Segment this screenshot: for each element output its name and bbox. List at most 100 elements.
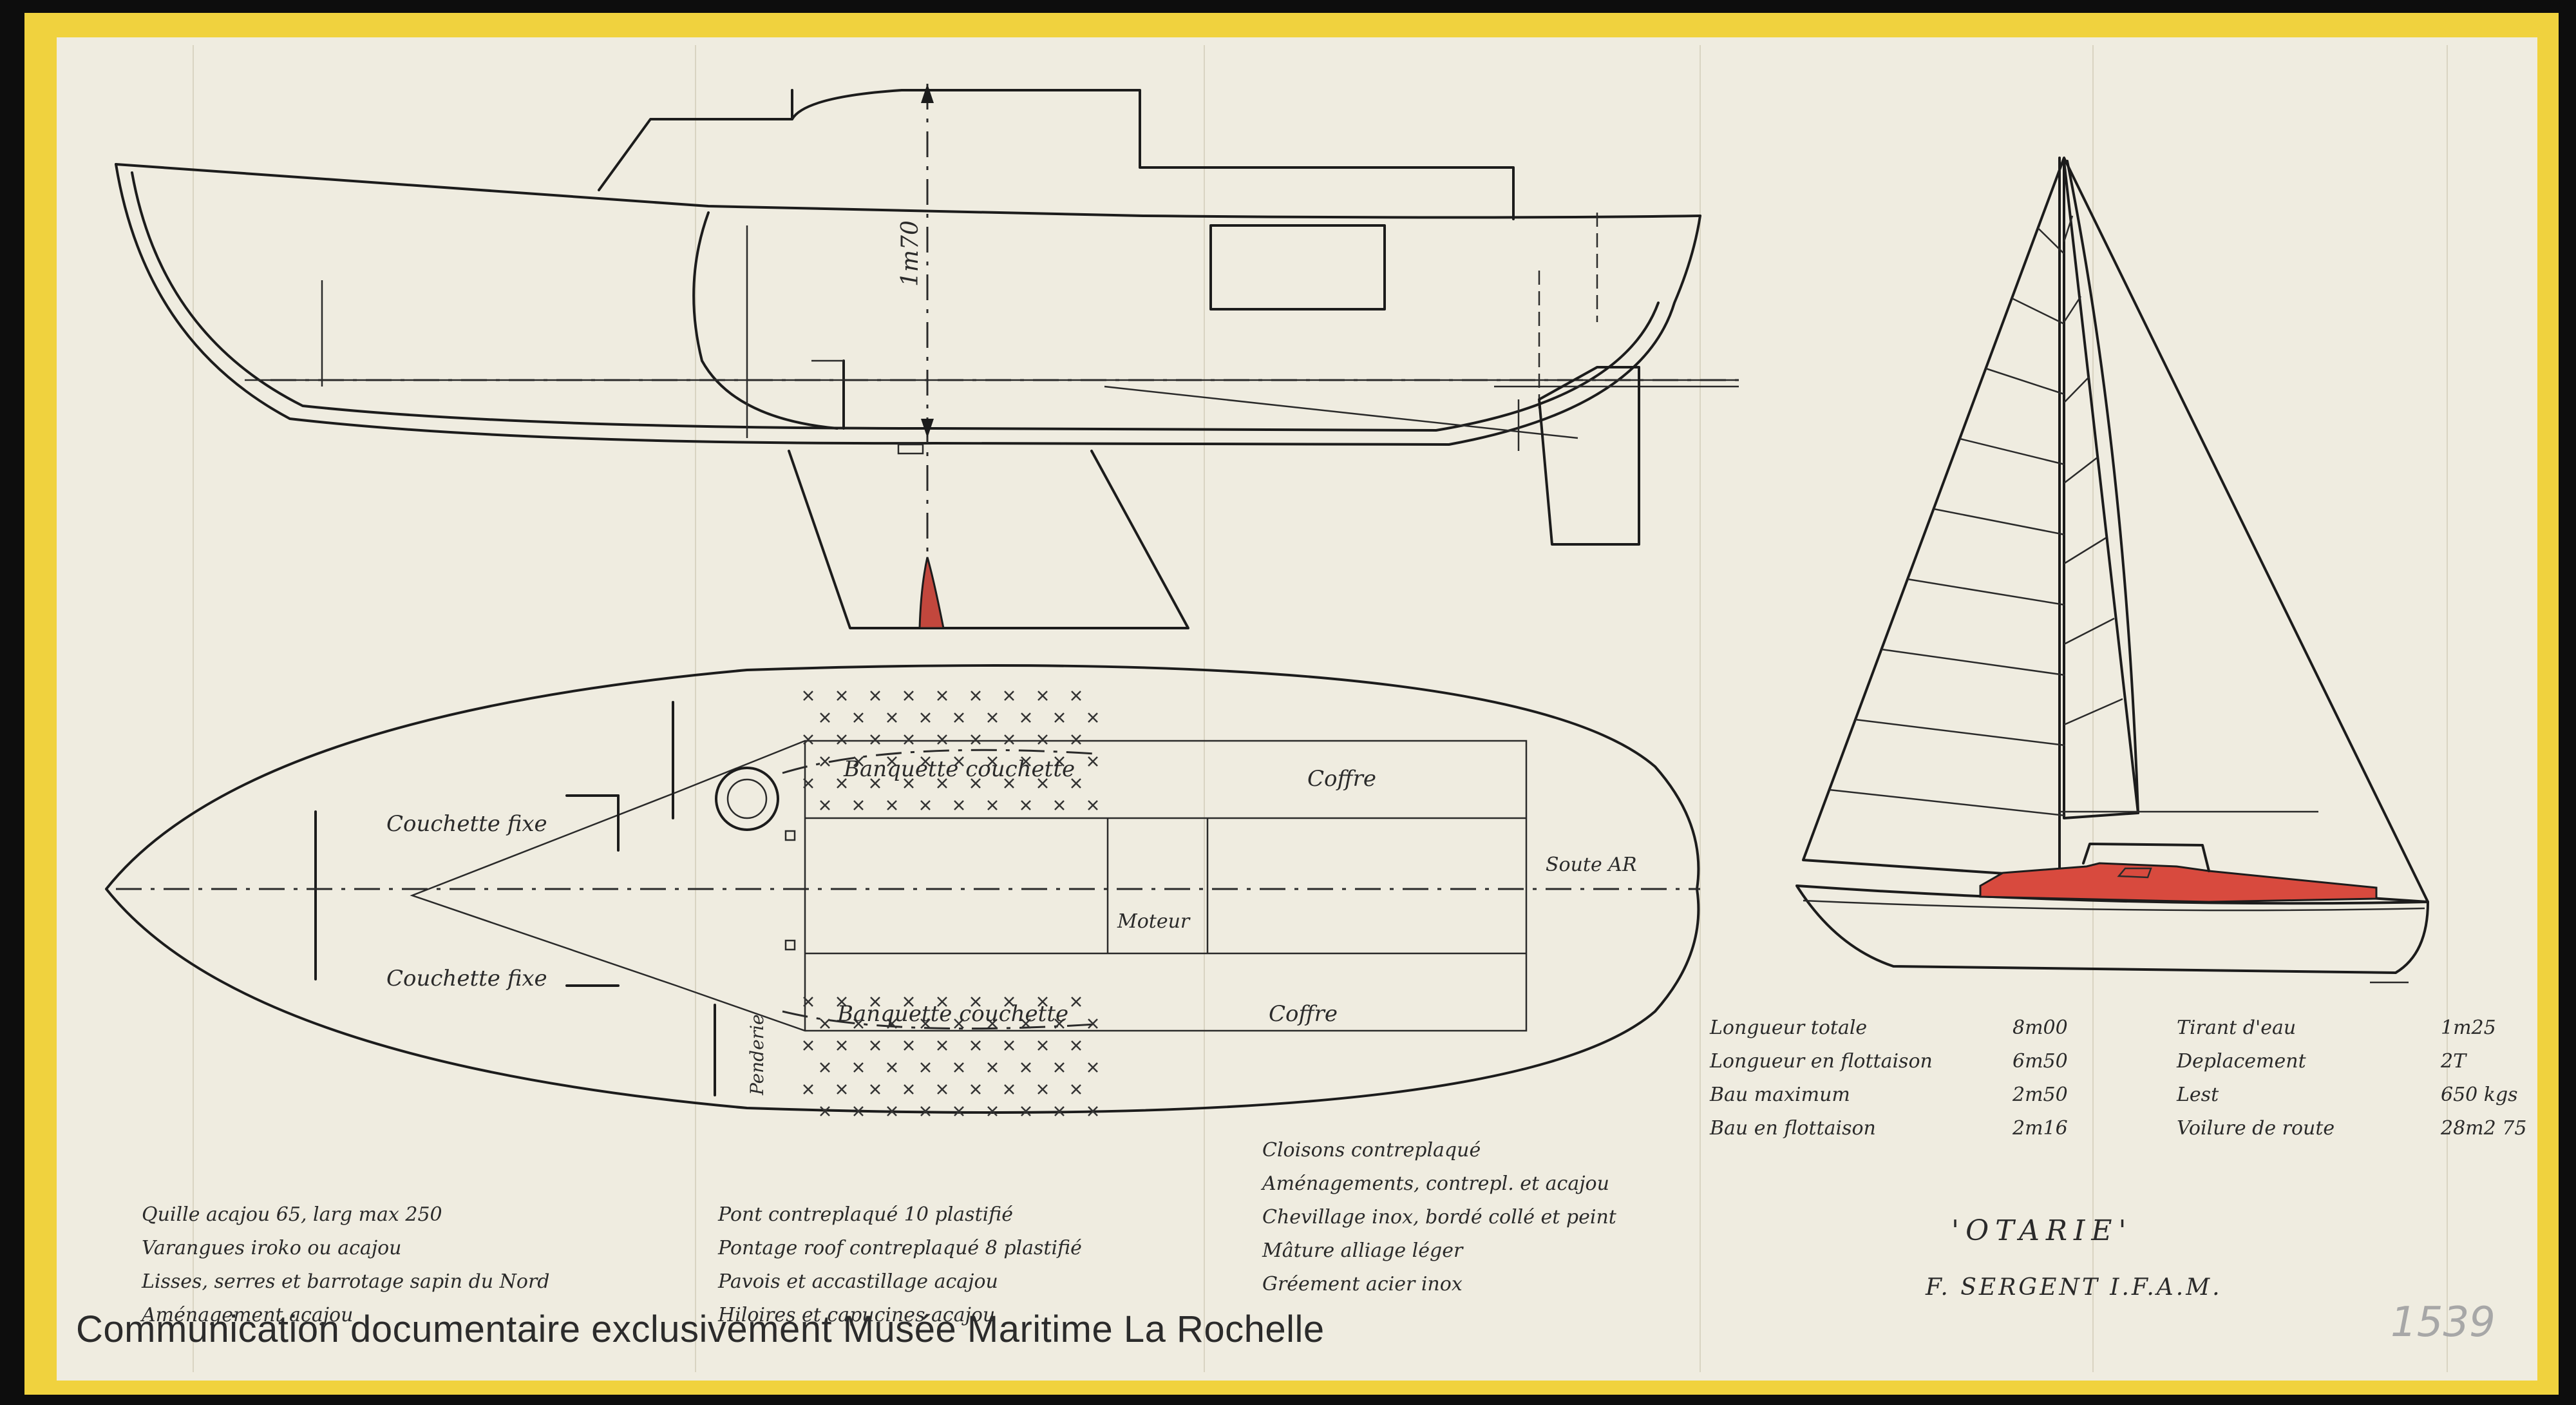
hatch-mark xyxy=(853,1062,864,1073)
hatch-mark xyxy=(1054,800,1065,810)
spec-cell: 650 kgs xyxy=(2441,1084,2518,1106)
hatch-mark xyxy=(954,756,964,767)
berth-hatch-starboard xyxy=(803,997,1098,1116)
label-couchette-fixe-1: Couchette fixe xyxy=(386,811,547,837)
hatch-mark xyxy=(1088,1062,1098,1073)
hatch-mark xyxy=(870,734,880,745)
spec-cell: Voilure de route xyxy=(2177,1117,2334,1140)
label-coffre-1: Coffre xyxy=(1307,766,1376,792)
dim-height: 1m70 xyxy=(897,220,923,287)
jib-seam xyxy=(2011,297,2065,325)
hull-profile-outer xyxy=(115,163,1701,446)
hatch-mark xyxy=(987,800,998,810)
hatch-mark xyxy=(1037,1084,1048,1094)
hatch-mark xyxy=(1071,778,1081,789)
hatch-mark xyxy=(1071,734,1081,745)
hatch-mark xyxy=(1071,997,1081,1007)
hatch-mark xyxy=(870,778,880,789)
hatch-mark xyxy=(1021,756,1031,767)
keel-bolt xyxy=(897,443,924,455)
note-line: Pavois et accastillage acajou xyxy=(717,1270,998,1293)
hatch-mark xyxy=(1004,778,1014,789)
hatch-mark xyxy=(971,778,981,789)
hatch-mark xyxy=(937,778,947,789)
hatch-mark xyxy=(1004,691,1014,701)
hatch-mark xyxy=(1021,1106,1031,1116)
plan-view: Couchette fixe Couchette fixe Banquette … xyxy=(105,664,1700,1116)
hatch-mark xyxy=(803,997,813,1007)
hatch-mark xyxy=(920,756,931,767)
hull-profile-inner xyxy=(131,171,1660,432)
bunk-line xyxy=(1209,224,1386,311)
hatch-mark xyxy=(987,756,998,767)
hatch-mark xyxy=(1054,1106,1065,1116)
hatch-mark xyxy=(987,1018,998,1029)
hatch-mark xyxy=(820,756,830,767)
hatch-mark xyxy=(803,1040,813,1051)
hatch-mark xyxy=(1004,734,1014,745)
profile-view xyxy=(115,84,1739,629)
hatch-mark xyxy=(820,800,830,810)
hatch-mark xyxy=(820,712,830,723)
hatch-mark xyxy=(853,1018,864,1029)
hatch-mark xyxy=(971,691,981,701)
hatch-mark xyxy=(870,1040,880,1051)
hatch-mark xyxy=(820,1106,830,1116)
hatch-mark xyxy=(954,1106,964,1116)
note-line: Hiloires et capucines acajou xyxy=(717,1304,995,1326)
hatch-mark xyxy=(920,1018,931,1029)
label-banquette-1: Banquette couchette xyxy=(843,756,1075,782)
hatch-mark xyxy=(954,1018,964,1029)
note-line: Aménagement acajou xyxy=(140,1304,353,1326)
jib-seam xyxy=(1933,508,2065,536)
cockpit-well xyxy=(692,211,838,430)
cabin-roof xyxy=(598,89,1515,220)
hatch-mark xyxy=(870,997,880,1007)
hatch-mark xyxy=(887,756,897,767)
hatch-mark xyxy=(853,1106,864,1116)
drawing-sheet xyxy=(57,37,2537,1381)
label-couchette-fixe-2: Couchette fixe xyxy=(386,966,547,991)
hatch-mark xyxy=(1088,1106,1098,1116)
main-seam xyxy=(2063,376,2090,403)
label-soute: Soute AR xyxy=(1546,854,1637,876)
note-line: Lisses, serres et barrotage sapin du Nor… xyxy=(141,1270,550,1293)
jib-seam xyxy=(1959,437,2065,466)
hatch-mark xyxy=(937,1040,947,1051)
hatch-mark xyxy=(870,1084,880,1094)
jib-seams xyxy=(1829,227,2066,817)
main-seam xyxy=(2063,296,2082,323)
mainsail xyxy=(2063,160,2139,819)
spec-cell: Bau maximum xyxy=(1709,1084,1850,1106)
hatch-mark xyxy=(904,691,914,701)
jib-seam xyxy=(2037,227,2065,254)
deck-centerline-v xyxy=(410,740,1528,1032)
hatch-mark xyxy=(971,734,981,745)
hatch-mark xyxy=(904,1040,914,1051)
sheer-line xyxy=(115,163,1701,219)
spec-cell: 8m00 xyxy=(2012,1017,2068,1039)
hatch-mark xyxy=(1004,1040,1014,1051)
hatch-mark xyxy=(887,1062,897,1073)
construction-notes: Quille acajou 65, larg max 250Varangues … xyxy=(140,1139,1617,1326)
hatch-mark xyxy=(904,1084,914,1094)
sheet-number: 1539 xyxy=(2391,1299,2496,1346)
hatch-mark xyxy=(870,691,880,701)
hatch-mark xyxy=(1071,1040,1081,1051)
spec-cell: Tirant d'eau xyxy=(2177,1017,2296,1039)
berth-hatch-port xyxy=(803,691,1098,810)
hatch-mark xyxy=(971,1084,981,1094)
hatch-mark xyxy=(1071,1084,1081,1094)
hatch-mark xyxy=(820,1018,830,1029)
hatch-mark xyxy=(837,778,847,789)
hatch-mark xyxy=(1004,1084,1014,1094)
hatch-mark xyxy=(904,778,914,789)
main-seams xyxy=(2063,215,2123,726)
hatch-mark xyxy=(1088,712,1098,723)
hatch-mark xyxy=(1088,1018,1098,1029)
hatch-mark xyxy=(937,1084,947,1094)
hatch-mark xyxy=(1021,1062,1031,1073)
mast-step xyxy=(715,767,779,831)
hatch-mark xyxy=(853,800,864,810)
